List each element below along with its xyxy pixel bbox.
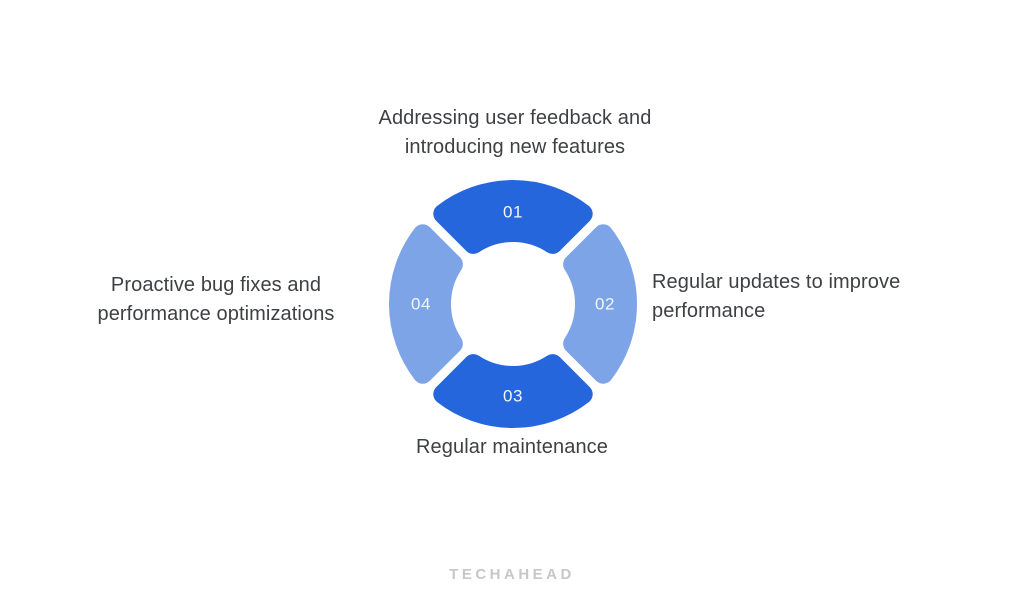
donut-segment-right	[563, 224, 637, 384]
label-line: performance	[652, 300, 766, 322]
segment-number-03: 03	[503, 387, 523, 406]
segment-02-label: Regular updates to improve performance	[652, 268, 952, 326]
segment-01-label: Addressing user feedback and introducing…	[315, 104, 715, 162]
segment-04-label: Proactive bug fixes and performance opti…	[66, 271, 366, 329]
label-line: Proactive bug fixes and	[110, 274, 322, 296]
label-line: Regular updates to improve	[652, 271, 901, 293]
segment-number-04: 04	[411, 295, 431, 314]
donut-segment-top	[433, 180, 593, 254]
label-line: performance optimizations	[97, 303, 335, 325]
label-line: Regular maintenance	[415, 436, 609, 458]
segment-number-02: 02	[595, 295, 615, 314]
donut-chart-svg: 01 02 03 04	[389, 180, 637, 428]
label-line: introducing new features	[404, 136, 626, 158]
label-line: Addressing user feedback and	[378, 107, 652, 129]
donut-segment-left	[389, 224, 463, 384]
donut-segment-bottom	[433, 354, 593, 428]
segment-03-label: Regular maintenance	[362, 433, 662, 462]
segment-number-01: 01	[503, 203, 523, 222]
donut-diagram: 01 02 03 04	[379, 170, 647, 438]
techahead-logo: TECHAHEAD	[449, 566, 575, 583]
